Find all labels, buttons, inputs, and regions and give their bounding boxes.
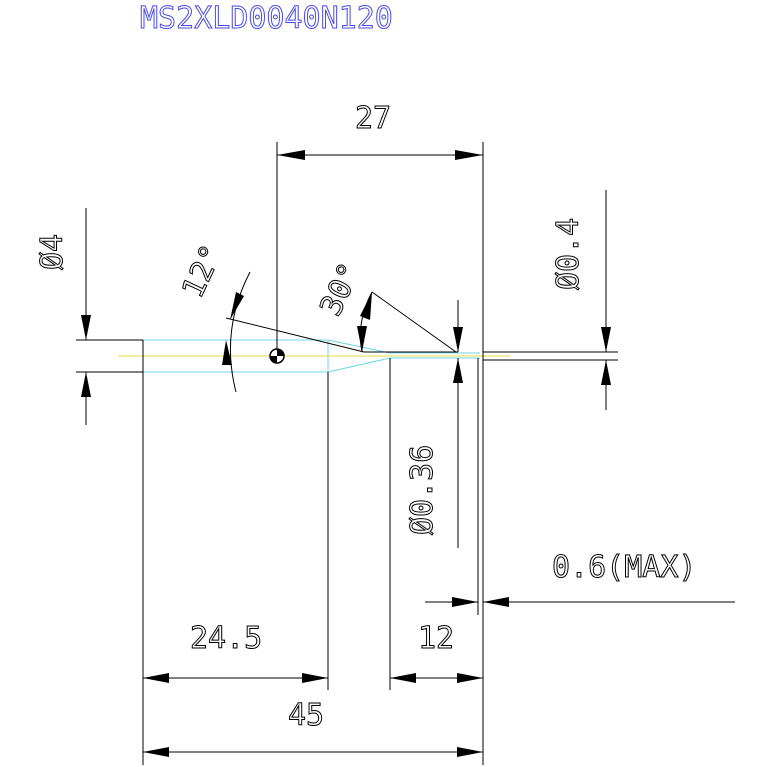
- taper-outline: [327, 339, 391, 373]
- dim-06-max: 0.6(MAX): [425, 358, 735, 615]
- dim-diameter-4: Ø4: [35, 208, 91, 425]
- shank-edge-lines: [76, 339, 143, 373]
- angle-30-label: 30°: [314, 257, 369, 321]
- dim-06-max-label: 0.6(MAX): [552, 550, 697, 585]
- drawing-title: MS2XLD0040N120: [140, 1, 393, 36]
- tool-body: [76, 339, 510, 373]
- dim-diameter-04: Ø0.4: [483, 190, 618, 410]
- dim-27-label: 27: [355, 101, 391, 136]
- dim-27: 27: [276, 101, 484, 360]
- angle-12-label: 12°: [176, 239, 231, 303]
- dim-24-5-label: 24.5: [190, 621, 262, 656]
- neck-outline: [390, 352, 480, 359]
- dim-diameter-036: Ø0.36: [405, 300, 463, 548]
- dim-diameter-036-label: Ø0.36: [405, 445, 440, 535]
- dim-12-label: 12: [418, 621, 454, 656]
- dim-45-label: 45: [288, 698, 324, 733]
- angle-30: 30°: [313, 257, 458, 353]
- dim-diameter-4-label: Ø4: [35, 234, 70, 270]
- dim-45: 45: [143, 698, 483, 757]
- dim-24-5: 24.5: [142, 372, 329, 765]
- dim-12: 12: [389, 358, 484, 765]
- dim-diameter-04-label: Ø0.4: [551, 218, 586, 290]
- center-mark-icon: [269, 348, 285, 364]
